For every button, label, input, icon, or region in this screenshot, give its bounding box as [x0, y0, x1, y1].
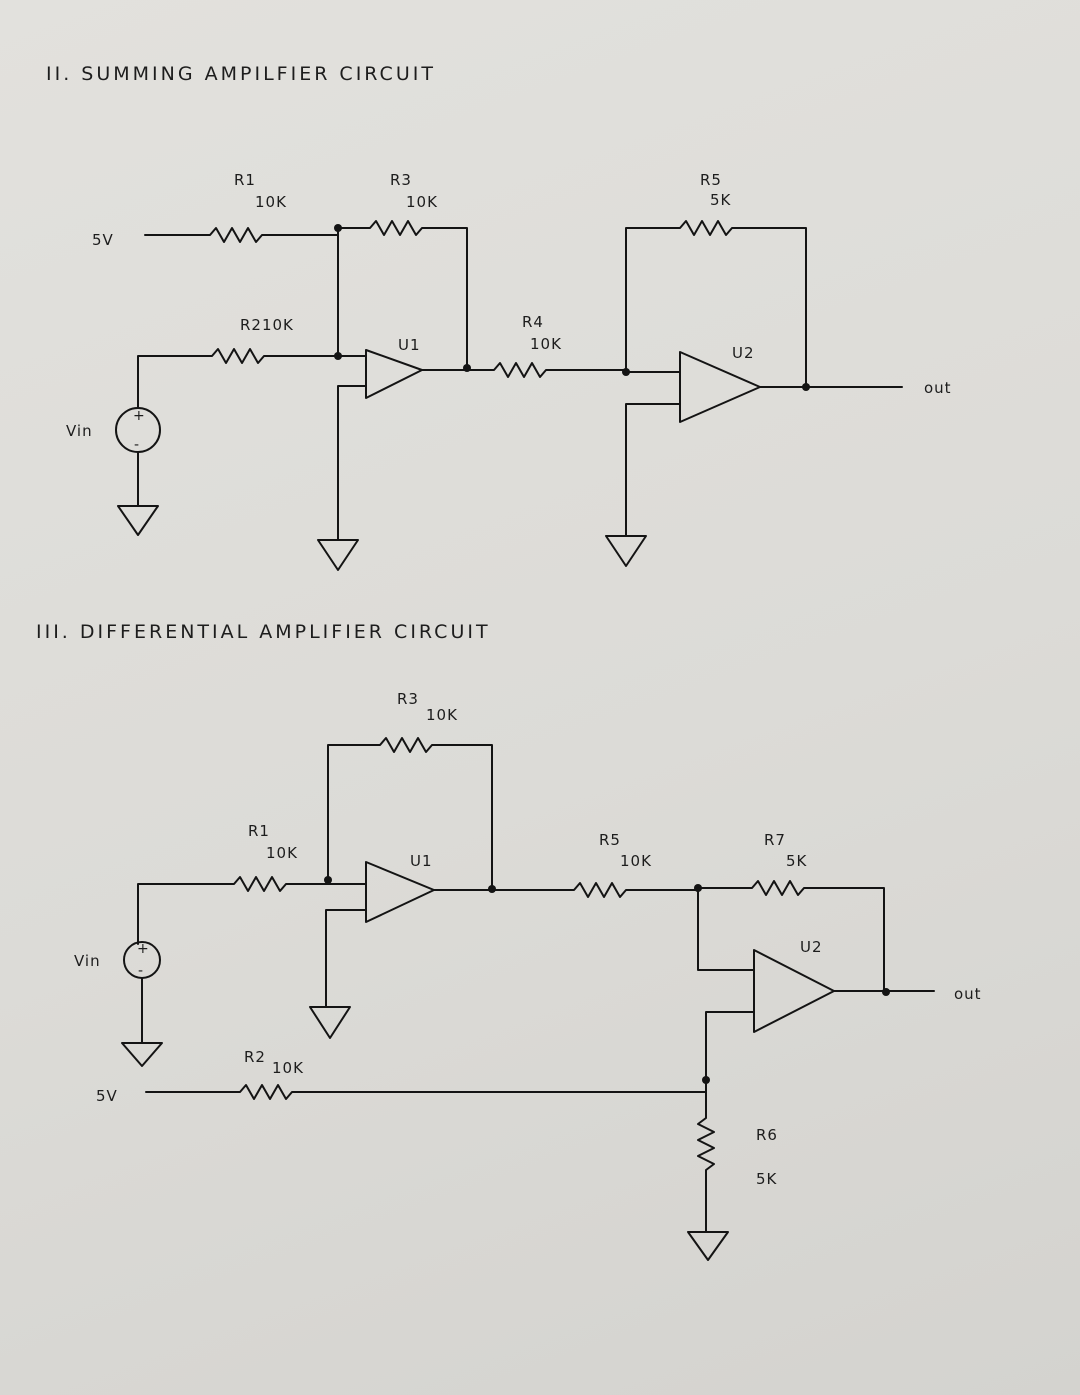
summing-u2-opamp [679, 351, 761, 423]
summing-vin-plus: + [133, 408, 145, 424]
summing-r5-resistor [625, 220, 807, 386]
diff-r6-resistor [697, 1079, 715, 1233]
diff-r7-name: R7 [764, 831, 786, 849]
diff-r1-resistor [137, 876, 367, 945]
summing-title: II. SUMMING AMPILFIER CIRCUIT [46, 63, 436, 85]
diff-u1-label: U1 [410, 852, 433, 870]
diff-vin-ground [121, 977, 163, 1067]
diff-r5-value: 10K [620, 852, 652, 870]
diff-r2-resistor [145, 1084, 707, 1100]
diff-out-label: out [954, 985, 982, 1003]
summing-r5-value: 5K [710, 191, 732, 209]
diff-r3-name: R3 [397, 690, 419, 708]
diff-junction-out [882, 988, 890, 996]
summing-r3-value: 10K [406, 193, 438, 211]
summing-u1-label: U1 [398, 336, 421, 354]
diff-junction-u1-out [488, 885, 496, 893]
diff-r3-resistor [327, 737, 493, 890]
summing-junction-r1r3 [334, 224, 342, 232]
diff-r5-resistor [433, 882, 699, 898]
summing-junction-u1-out [463, 364, 471, 372]
summing-r4-value: 10K [530, 335, 562, 353]
diff-r6-value: 5K [756, 1170, 778, 1188]
differential-title: III. DIFFERENTIAL AMPLIFIER CIRCUIT [36, 621, 491, 643]
summing-r1-resistor [144, 227, 339, 243]
differential-circuit: R3 10K R1 10K + - Vin U1 R5 10K R7 5K U2 [74, 690, 982, 1261]
summing-u1-ground [317, 385, 367, 571]
diff-u2-opamp [753, 949, 835, 1033]
summing-vin-label: Vin [66, 422, 93, 440]
diff-r5-name: R5 [599, 831, 621, 849]
summing-out-label: out [924, 379, 952, 397]
summing-circuit: 5V R1 10K R3 10K R210K + - Vin U1 R4 10K… [66, 171, 952, 571]
summing-junction-out [802, 383, 810, 391]
summing-junction-u1-minus [334, 352, 342, 360]
summing-r1-name: R1 [234, 171, 256, 189]
diff-r7-value: 5K [786, 852, 808, 870]
summing-vin-ground [117, 451, 159, 536]
summing-u2-ground [605, 403, 681, 567]
diff-vin-minus: - [138, 963, 143, 979]
diff-u1-opamp [365, 861, 435, 923]
summing-r2-resistor [137, 348, 367, 409]
diff-u2-minus-wire [697, 887, 755, 971]
diff-u2-plus-wire [705, 1011, 755, 1081]
summing-r5-name: R5 [700, 171, 722, 189]
summing-r4-resistor [421, 362, 627, 378]
diff-r2-name: R2 [244, 1048, 266, 1066]
diff-vin-label: Vin [74, 952, 101, 970]
diff-junction-u1-minus [324, 876, 332, 884]
summing-r3-name: R3 [390, 171, 412, 189]
summing-r2-label: R210K [240, 316, 294, 334]
diff-r1-value: 10K [266, 844, 298, 862]
diff-r3-value: 10K [426, 706, 458, 724]
summing-5v-label: 5V [92, 231, 114, 249]
summing-r4-name: R4 [522, 313, 544, 331]
diff-r2-value: 10K [272, 1059, 304, 1077]
diff-r6-ground [687, 1231, 729, 1261]
diff-vin-plus: + [137, 941, 149, 957]
diff-r6-name: R6 [756, 1126, 778, 1144]
summing-u1-opamp [365, 349, 423, 399]
summing-r1-value: 10K [255, 193, 287, 211]
summing-vin-minus: - [134, 437, 139, 453]
diff-r1-name: R1 [248, 822, 270, 840]
diff-u2-label: U2 [800, 938, 823, 956]
diff-5v-label: 5V [96, 1087, 118, 1105]
summing-r3-resistor [337, 220, 468, 368]
diff-r7-resistor [697, 880, 885, 994]
summing-u2-label: U2 [732, 344, 755, 362]
diff-u1-ground [309, 909, 367, 1039]
